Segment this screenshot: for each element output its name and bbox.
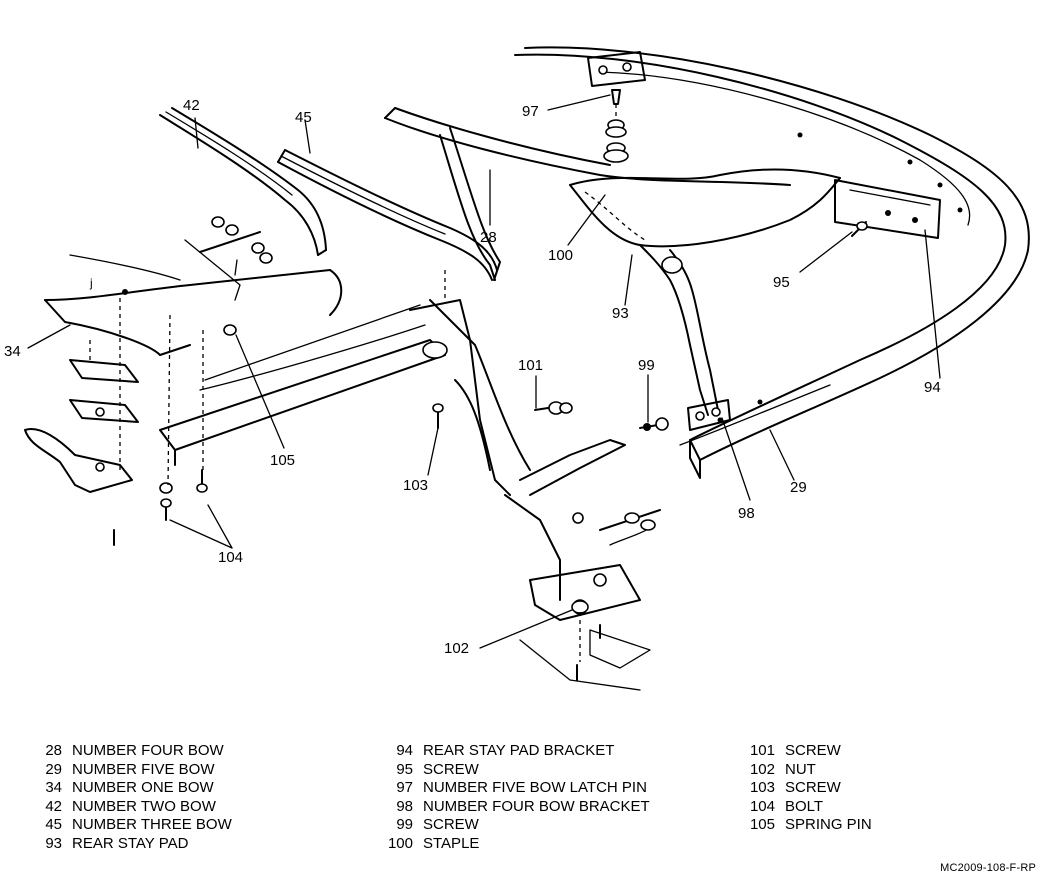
legend-item-label: NUMBER FIVE BOW LATCH PIN — [423, 779, 647, 797]
legend-item-number: 29 — [45, 760, 62, 778]
legend-item-label: NUMBER TWO BOW — [72, 797, 216, 815]
screw-95-drawing — [851, 221, 868, 237]
callout-98: 98 — [738, 505, 755, 522]
bolt-104-drawing — [113, 469, 208, 546]
legend-item-label: SPRING PIN — [785, 816, 872, 834]
legend-item: 34 NUMBER ONE BOW — [22, 779, 232, 798]
legend-item-label: SCREW — [423, 760, 479, 778]
legend-item: 101 SCREW — [730, 742, 872, 761]
legend-item-number: 105 — [749, 816, 775, 834]
legend-item: 42 NUMBER TWO BOW — [22, 798, 232, 817]
legend-item-number: 104 — [749, 797, 775, 815]
callout-28: 28 — [480, 229, 497, 246]
legend-item-number: 103 — [749, 779, 775, 797]
leader-lines — [27, 94, 941, 649]
hinge-linkage-drawing — [409, 299, 661, 691]
legend-item-number: 101 — [749, 742, 775, 759]
legend-item-number: 100 — [387, 834, 413, 852]
svg-text:j: j — [89, 276, 93, 290]
number-four-bow-drawing — [384, 107, 791, 281]
legend-item-label: REAR STAY PAD — [72, 834, 189, 852]
legend-item-number: 94 — [396, 742, 413, 759]
legend-item: 98 NUMBER FOUR BOW BRACKET — [368, 797, 650, 817]
number-three-bow-drawing — [277, 149, 498, 281]
legend-item-number: 102 — [749, 760, 775, 778]
callout-29: 29 — [790, 479, 807, 496]
legend-item-number: 97 — [396, 779, 413, 797]
exploded-parts-diagram: j — [4, 46, 1030, 691]
callout-95: 95 — [773, 274, 790, 291]
callout-101: 101 — [518, 357, 543, 374]
number-one-bow-drawing: j — [44, 254, 343, 356]
legend-item: 93 REAR STAY PAD — [22, 835, 232, 854]
alignment-lines — [89, 104, 617, 662]
legend-item-label: REAR STAY PAD BRACKET — [423, 742, 615, 759]
legend-item-label: NUMBER THREE BOW — [72, 816, 232, 834]
legend-item-label: NUMBER FIVE BOW — [72, 760, 215, 778]
legend-item-label: NUMBER FOUR BOW BRACKET — [423, 797, 650, 815]
rear-stay-pad-drawing — [569, 168, 841, 416]
legend-item-number: 93 — [45, 834, 62, 852]
legend-item: 100 STAPLE — [368, 835, 650, 854]
callout-105: 105 — [270, 452, 295, 469]
callout-97: 97 — [522, 103, 539, 120]
screw-99-drawing — [639, 417, 669, 431]
legend-item-label: SCREW — [785, 742, 841, 759]
callout-99: 99 — [638, 357, 655, 374]
legend-item: 94 REAR STAY PAD BRACKET — [368, 742, 650, 761]
legend-item: 45 NUMBER THREE BOW — [22, 816, 232, 835]
callout-93: 93 — [612, 305, 629, 322]
legend-item: 104 BOLT — [730, 798, 872, 817]
latch-pin-drawing — [603, 89, 629, 163]
legend-item-label: NUMBER ONE BOW — [72, 779, 214, 797]
callout-100: 100 — [548, 247, 573, 264]
callout-104: 104 — [218, 549, 243, 566]
legend-item-label: NUT — [785, 760, 816, 778]
legend-item: 99 SCREW — [368, 816, 650, 835]
callout-labels: 42 45 97 28 100 95 93 34 101 99 94 105 1… — [4, 97, 941, 657]
number-five-bow-drawing — [514, 46, 1030, 479]
legend-item-number: 95 — [396, 760, 413, 778]
callout-45: 45 — [295, 109, 312, 126]
legend-item: 97 NUMBER FIVE BOW LATCH PIN — [368, 779, 650, 798]
number-two-bow-drawing — [159, 107, 327, 256]
callout-103: 103 — [403, 477, 428, 494]
callout-42: 42 — [183, 97, 200, 114]
legend-item-label: SCREW — [785, 779, 841, 797]
legend-item-label: SCREW — [423, 816, 479, 834]
legend-item: 28 NUMBER FOUR BOW — [22, 742, 232, 761]
callout-94: 94 — [924, 379, 941, 396]
callout-102: 102 — [444, 640, 469, 657]
legend-item: 102 NUT — [730, 761, 872, 780]
legend-item: 29 NUMBER FIVE BOW — [22, 761, 232, 780]
legend-item: 95 SCREW — [368, 761, 650, 780]
side-rail-drawing — [159, 304, 446, 466]
legend-item: 105 SPRING PIN — [730, 816, 872, 835]
rear-stay-pad-bracket-drawing — [834, 179, 941, 239]
legend-item-number: 45 — [45, 816, 62, 834]
legend-item-number: 34 — [45, 779, 62, 797]
number-four-bow-bracket-drawing — [687, 399, 731, 431]
screw-101-drawing — [534, 401, 573, 415]
legend-item-number: 28 — [45, 742, 62, 759]
legend-item-number: 42 — [45, 797, 62, 815]
bow-clips-drawing — [24, 359, 139, 493]
legend-item-number: 98 — [396, 797, 413, 815]
screw-103-drawing — [432, 403, 444, 429]
figure-code: MC2009-108-F-RP — [940, 862, 1036, 874]
legend-item-label: BOLT — [785, 797, 824, 815]
callout-34: 34 — [4, 343, 21, 360]
spring-pin-drawing — [184, 216, 273, 336]
legend-item-number: 99 — [396, 816, 413, 834]
legend-item: 103 SCREW — [730, 779, 872, 798]
legend-item-label: NUMBER FOUR BOW — [72, 742, 224, 759]
legend-item-label: STAPLE — [423, 834, 480, 852]
